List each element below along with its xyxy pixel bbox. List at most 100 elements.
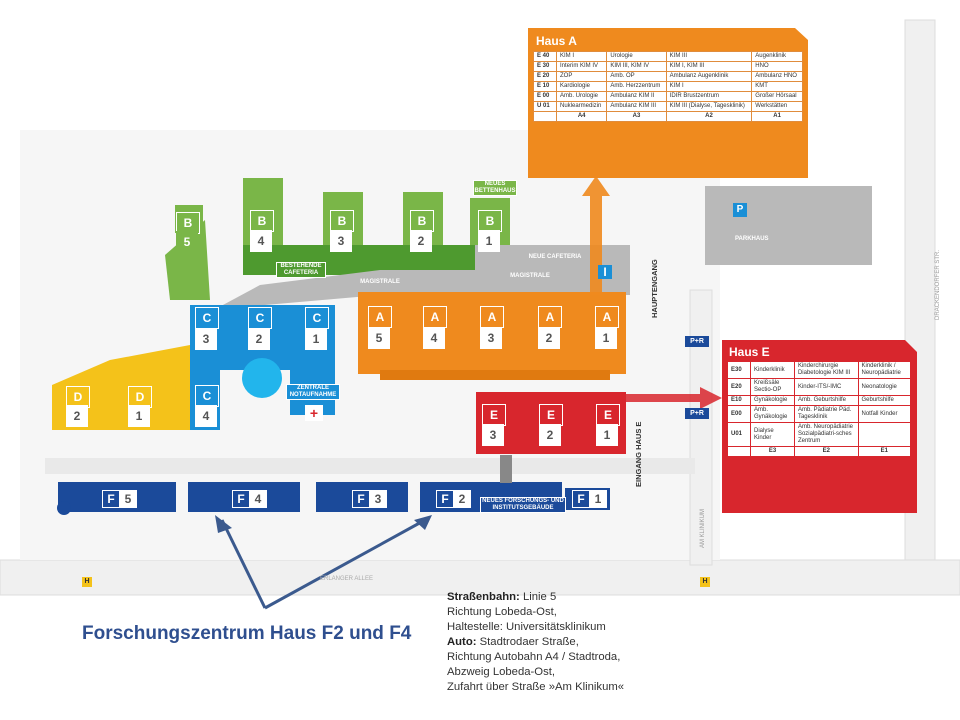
bldg-f3-letter[interactable]: F: [352, 490, 370, 508]
bldg-c4-num: 4: [195, 405, 217, 427]
tram-line: Linie 5: [522, 591, 557, 603]
first-aid-icon: +: [305, 405, 323, 421]
table-cell: E1: [857, 446, 911, 457]
table-cell: A3: [606, 111, 667, 122]
table-cell: Gynäkologie: [750, 395, 795, 406]
tram-label: Straßenbahn:: [447, 591, 520, 603]
bldg-c3-letter[interactable]: C: [195, 307, 219, 329]
table-cell: KMT: [751, 81, 803, 92]
bldg-a5-letter[interactable]: A: [368, 306, 392, 328]
table-cell: Kinderchirurgie Diabetologie KIM III: [793, 361, 859, 379]
neues-bettenhaus-label: NEUES BETTENHAUS: [473, 180, 517, 196]
parking-icon[interactable]: P: [733, 203, 747, 217]
bldg-e1-letter[interactable]: E: [596, 404, 620, 426]
bldg-a3-letter[interactable]: A: [480, 306, 504, 328]
table-cell: KIM III, KIM IV: [606, 61, 667, 72]
car-line-4: Zufahrt über Straße »Am Klinikum«: [447, 681, 625, 693]
bldg-a4-num: 4: [423, 327, 445, 349]
table-cell: [857, 422, 911, 447]
bldg-b3-letter[interactable]: B: [330, 210, 354, 232]
bldg-e1-num: 1: [596, 424, 618, 446]
bldg-f1-num: 1: [589, 490, 607, 508]
bldg-f1-letter[interactable]: F: [572, 490, 590, 508]
bldg-i-tag[interactable]: I: [598, 265, 612, 279]
haus-e-title: Haus E: [729, 345, 770, 359]
bldg-c1-letter[interactable]: C: [305, 307, 329, 329]
hauptengang-label: HAUPTENGANG: [650, 259, 659, 318]
bldg-a4-letter[interactable]: A: [423, 306, 447, 328]
bldg-b1-letter[interactable]: B: [478, 210, 502, 232]
bldg-b2-letter[interactable]: B: [410, 210, 434, 232]
bldg-f2-letter[interactable]: F: [436, 490, 454, 508]
table-cell: KIM III: [665, 51, 753, 62]
table-cell: Urologie: [606, 51, 667, 62]
bldg-c3-num: 3: [195, 328, 217, 350]
table-cell: Dialyse Kinder: [750, 422, 795, 447]
bldg-b2-num: 2: [410, 230, 432, 252]
bus-stop-icon-1[interactable]: H: [82, 577, 92, 587]
table-cell: KIM III (Dialyse, Tagesklinik): [665, 101, 753, 112]
bldg-f5-letter[interactable]: F: [102, 490, 120, 508]
e-connector: [500, 455, 512, 483]
bldg-a2-num: 2: [538, 327, 560, 349]
bldg-a1-letter[interactable]: A: [595, 306, 619, 328]
bldg-a5-num: 5: [368, 327, 390, 349]
table-cell: Kinderklinik: [750, 361, 795, 379]
table-cell: Notfall Kinder: [857, 405, 911, 423]
table-cell: Amb. Urologie: [555, 91, 608, 102]
bldg-e2-letter[interactable]: E: [539, 404, 563, 426]
table-cell: Ambulanz KIM II: [606, 91, 667, 102]
table-cell: KIM I: [555, 51, 608, 62]
bldg-c2-letter[interactable]: C: [248, 307, 272, 329]
magistrale-label-2: MAGISTRALE: [510, 273, 550, 279]
table-cell: E10: [727, 395, 751, 406]
neue-cafeteria-label: NEUE CAFETERIA: [528, 254, 582, 260]
bldg-b5-letter[interactable]: B: [176, 212, 200, 234]
table-cell: E 00: [533, 91, 557, 102]
bldg-e3-letter[interactable]: E: [482, 404, 506, 426]
bldg-d1-num: 1: [128, 405, 150, 427]
park-ride-icon-2[interactable]: P+R: [685, 408, 709, 419]
parkhaus-label: PARKHAUS: [735, 236, 769, 242]
am-klinikum-label: AM KLINIKUM: [700, 508, 706, 548]
park-ride-icon-1[interactable]: P+R: [685, 336, 709, 347]
bldg-f4-num: 4: [249, 490, 267, 508]
bldg-f5-num: 5: [119, 490, 137, 508]
table-cell: E20: [727, 378, 751, 396]
haus-a-base: [380, 370, 610, 380]
caption-arrows: [215, 515, 432, 610]
zentrale-notaufnahme-label: ZENTRALE NOTAUFNAHME: [286, 384, 340, 400]
bus-stop-icon-2[interactable]: H: [700, 577, 710, 587]
table-cell: E 10: [533, 81, 557, 92]
table-cell: E00: [727, 405, 751, 423]
magistrale-label-1: MAGISTRALE: [360, 279, 400, 285]
table-cell: IDIR Brustzentrum: [665, 91, 753, 102]
table-cell: Kreißsäle Sectio-OP: [750, 378, 795, 396]
tram-direction: Richtung Lobeda-Ost,: [447, 606, 557, 618]
bldg-b4-letter[interactable]: B: [250, 210, 274, 232]
table-cell: U 01: [533, 101, 557, 112]
drackendorfer-road: [904, 19, 936, 561]
drackendorfer-label: DRACKENDORFER STR.: [935, 249, 941, 320]
table-cell: E2: [793, 446, 859, 457]
bldg-e3-num: 3: [482, 424, 504, 446]
table-cell: Amb. Herzzentrum: [606, 81, 667, 92]
table-cell: Amb. Geburtshilfe: [793, 395, 859, 406]
bldg-e2-num: 2: [539, 424, 561, 446]
table-cell: Kinder-ITS/-IMC: [793, 378, 859, 396]
table-cell: A4: [555, 111, 608, 122]
table-cell: Neonatologie: [857, 378, 911, 396]
bldg-f4-letter[interactable]: F: [232, 490, 250, 508]
bldg-a2-letter[interactable]: A: [538, 306, 562, 328]
bldg-c2-num: 2: [248, 328, 270, 350]
bldg-c4-letter[interactable]: C: [195, 385, 219, 407]
table-cell: Amb. Pädiatrie Päd. Tagesklinik: [793, 405, 859, 423]
haus-e-pointer-arrow: [626, 387, 722, 409]
